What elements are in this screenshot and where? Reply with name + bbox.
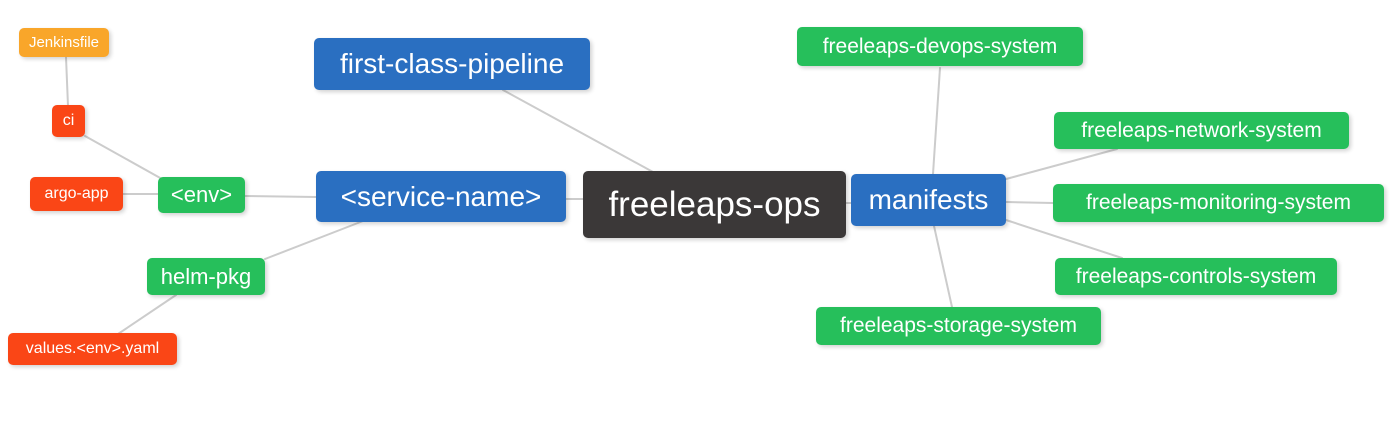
node-env[interactable]: <env> (158, 177, 245, 213)
node-label: argo-app (44, 185, 109, 202)
edge-manifests-network (1005, 148, 1118, 180)
node-manifests[interactable]: manifests (851, 174, 1006, 226)
node-freeleaps-storage-system[interactable]: freeleaps-storage-system (816, 307, 1101, 345)
node-label: freeleaps-network-system (1081, 118, 1322, 142)
node-label: freeleaps-devops-system (822, 34, 1058, 58)
node-values-env-yaml[interactable]: values.<env>.yaml (8, 333, 177, 365)
edge-jenkinsfile-ci (65, 56, 69, 107)
node-freeleaps-monitoring-system[interactable]: freeleaps-monitoring-system (1053, 184, 1384, 222)
edge-values-helm-pkg (117, 294, 177, 335)
edge-env-service-name (244, 195, 317, 198)
node-label: <service-name> (340, 180, 542, 212)
node-freeleaps-network-system[interactable]: freeleaps-network-system (1054, 112, 1349, 149)
node-freeleaps-ops-root[interactable]: freeleaps-ops (583, 171, 846, 238)
node-label: freeleaps-ops (608, 184, 821, 224)
node-helm-pkg[interactable]: helm-pkg (147, 258, 265, 295)
node-freeleaps-controls-system[interactable]: freeleaps-controls-system (1055, 258, 1337, 295)
edge-ci-env (84, 135, 163, 180)
node-label: freeleaps-controls-system (1075, 264, 1317, 288)
node-ci[interactable]: ci (52, 105, 85, 137)
node-label: values.<env>.yaml (25, 340, 160, 357)
node-label: helm-pkg (160, 263, 252, 289)
edge-pipeline-ops (502, 89, 654, 173)
node-freeleaps-devops-system[interactable]: freeleaps-devops-system (797, 27, 1083, 66)
node-first-class-pipeline[interactable]: first-class-pipeline (314, 38, 590, 90)
edge-manifests-monitoring (1005, 201, 1054, 204)
node-label: freeleaps-storage-system (840, 314, 1077, 337)
node-label: Jenkinsfile (28, 34, 100, 51)
node-jenkinsfile[interactable]: Jenkinsfile (19, 28, 109, 57)
node-label: first-class-pipeline (339, 48, 565, 79)
edge-manifests-controls (1005, 219, 1123, 259)
node-argo-app[interactable]: argo-app (30, 177, 123, 211)
edge-helm-pkg-service-name (264, 220, 364, 260)
edge-manifests-devops (932, 67, 941, 175)
node-label: ci (62, 112, 75, 129)
node-label: <env> (170, 182, 233, 207)
edge-manifests-storage (933, 225, 953, 308)
node-label: manifests (868, 184, 989, 215)
node-service-name[interactable]: <service-name> (316, 171, 566, 222)
node-label: freeleaps-monitoring-system (1086, 191, 1351, 214)
